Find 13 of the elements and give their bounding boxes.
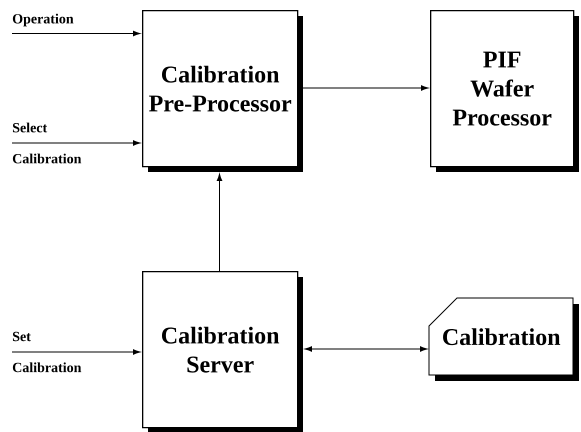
arrow — [302, 85, 428, 91]
arrow — [12, 349, 140, 355]
arrow — [12, 30, 140, 36]
data-store-card: Calibration — [428, 298, 579, 381]
arrow — [304, 346, 428, 352]
arrow — [216, 174, 222, 272]
process-box: Calibration Pre-Processor — [142, 10, 303, 172]
arrow — [12, 140, 140, 146]
input-label: Select Calibration — [12, 122, 82, 164]
input-label: Operation — [12, 14, 74, 26]
process-box: PIF Wafer Processor — [430, 10, 579, 172]
input-label: Set Calibration — [12, 332, 82, 372]
process-box: Calibration Server — [142, 271, 303, 432]
